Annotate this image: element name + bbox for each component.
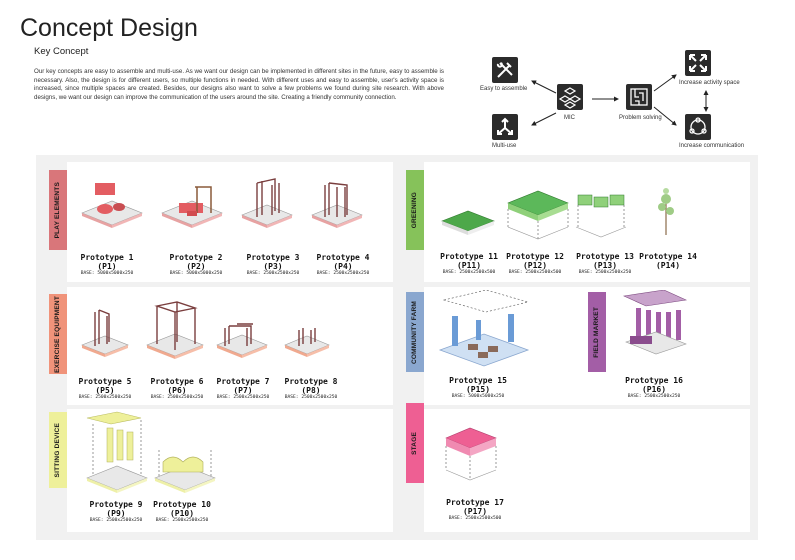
tools-icon <box>492 57 518 83</box>
prototype-14: Prototype 14(P14) <box>639 252 697 270</box>
category-tab-exercise: EXERCISE EQUIPMENT <box>49 294 67 374</box>
p16-illustration <box>622 290 688 355</box>
category-label-farm: COMMUNITY FARM <box>411 300 419 364</box>
modules-icon <box>557 84 583 110</box>
label-increase-space: Increase activity space <box>679 80 740 86</box>
prototype-6: Prototype 6(P6)BASE: 2500x2500x250 <box>150 377 204 400</box>
p11-illustration <box>441 210 495 235</box>
play-elements-illustrations <box>81 178 363 228</box>
prototype-5: Prototype 5(P5)BASE: 2500x2500x250 <box>78 377 132 400</box>
p8-illustration <box>284 328 330 357</box>
category-tab-stage: STAGE <box>406 403 424 483</box>
label-mic: MIC <box>564 115 575 121</box>
panel-stage <box>424 409 750 532</box>
prototype-4: Prototype 4(P4)BASE: 2500x2500x250 <box>316 253 370 276</box>
communication-icon <box>685 114 711 140</box>
category-label-stage: STAGE <box>411 431 419 455</box>
category-tab-sitting: SITTING DEVICE <box>49 412 67 488</box>
category-label-exercise: EXERCISE EQUIPMENT <box>54 295 62 373</box>
prototype-9: Prototype 9(P9)BASE: 2500x2500x250 <box>89 500 143 523</box>
arrow-to-easy <box>531 80 557 94</box>
prototype-8: Prototype 8(P8)BASE: 2500x2500x250 <box>284 377 338 400</box>
prototype-17: Prototype 17(P17)BASE: 2500x2500x500 <box>446 498 504 521</box>
expand-icon <box>685 50 711 76</box>
p13-illustration <box>575 194 627 238</box>
prototype-15: Prototype 15(P15)BASE: 5000x5000x250 <box>449 376 507 399</box>
p7-illustration <box>216 323 268 358</box>
p12-illustration <box>507 190 569 240</box>
p17-illustration <box>445 427 497 481</box>
prototype-3: Prototype 3(P3)BASE: 2500x2500x250 <box>246 253 300 276</box>
sitting-illustrations <box>86 411 216 493</box>
flow-arrows <box>531 74 709 126</box>
arrow-to-space <box>653 74 677 92</box>
p15-illustration <box>438 290 530 367</box>
greening-illustrations <box>441 188 674 240</box>
section-subtitle: Key Concept <box>34 46 89 57</box>
p2-illustration <box>161 186 223 228</box>
label-easy-assemble: Easy to assemble <box>480 86 528 92</box>
prototype-7: Prototype 7(P7)BASE: 2500x2500x250 <box>216 377 270 400</box>
prototype-13: Prototype 13(P13)BASE: 2500x2500x250 <box>576 252 634 275</box>
p1-illustration <box>81 183 143 228</box>
prototype-16: Prototype 16(P16)BASE: 2500x2500x250 <box>625 376 683 399</box>
page-title: Concept Design <box>20 14 198 42</box>
exercise-illustrations <box>81 301 330 359</box>
prototype-10: Prototype 10(P10)BASE: 2500x2500x250 <box>153 500 211 523</box>
label-problem-solving: Problem solving <box>619 115 662 121</box>
prototype-2: Prototype 2(P2)BASE: 5000x5000x250 <box>169 253 223 276</box>
prototype-1: Prototype 1(P1)BASE: 5000x5000x250 <box>80 253 134 276</box>
p4-illustration <box>311 182 363 228</box>
label-multi-use: Multi-use <box>492 143 517 149</box>
p5-illustration <box>81 309 129 357</box>
p6-illustration <box>146 301 204 359</box>
maze-icon <box>626 84 652 110</box>
p9-illustration <box>86 411 148 493</box>
category-tab-play: PLAY ELEMENTS <box>49 170 67 250</box>
category-label-sitting: SITTING DEVICE <box>54 422 62 478</box>
multi-arrows-icon <box>492 114 518 140</box>
arrow-to-comm <box>653 106 677 126</box>
category-tab-market: FIELD MARKET <box>588 292 606 372</box>
p10-illustration <box>154 450 216 493</box>
stage-illustration <box>445 427 497 481</box>
p3-illustration <box>241 178 293 228</box>
concept-paragraph: Our key concepts are easy to assemble an… <box>34 68 444 101</box>
arrow-to-multi <box>531 112 557 126</box>
prototype-12: Prototype 12(P12)BASE: 2500x2500x500 <box>506 252 564 275</box>
p14-illustration <box>658 188 674 235</box>
label-increase-communication: Increase communication <box>679 143 745 149</box>
category-label-greening: GREENING <box>411 191 419 229</box>
category-tab-farm: COMMUNITY FARM <box>406 292 424 372</box>
category-tab-greening: GREENING <box>406 170 424 250</box>
category-label-play: PLAY ELEMENTS <box>54 181 62 239</box>
prototype-11: Prototype 11(P11)BASE: 2500x2500x500 <box>440 252 498 275</box>
farm-market-illustrations <box>438 290 688 367</box>
